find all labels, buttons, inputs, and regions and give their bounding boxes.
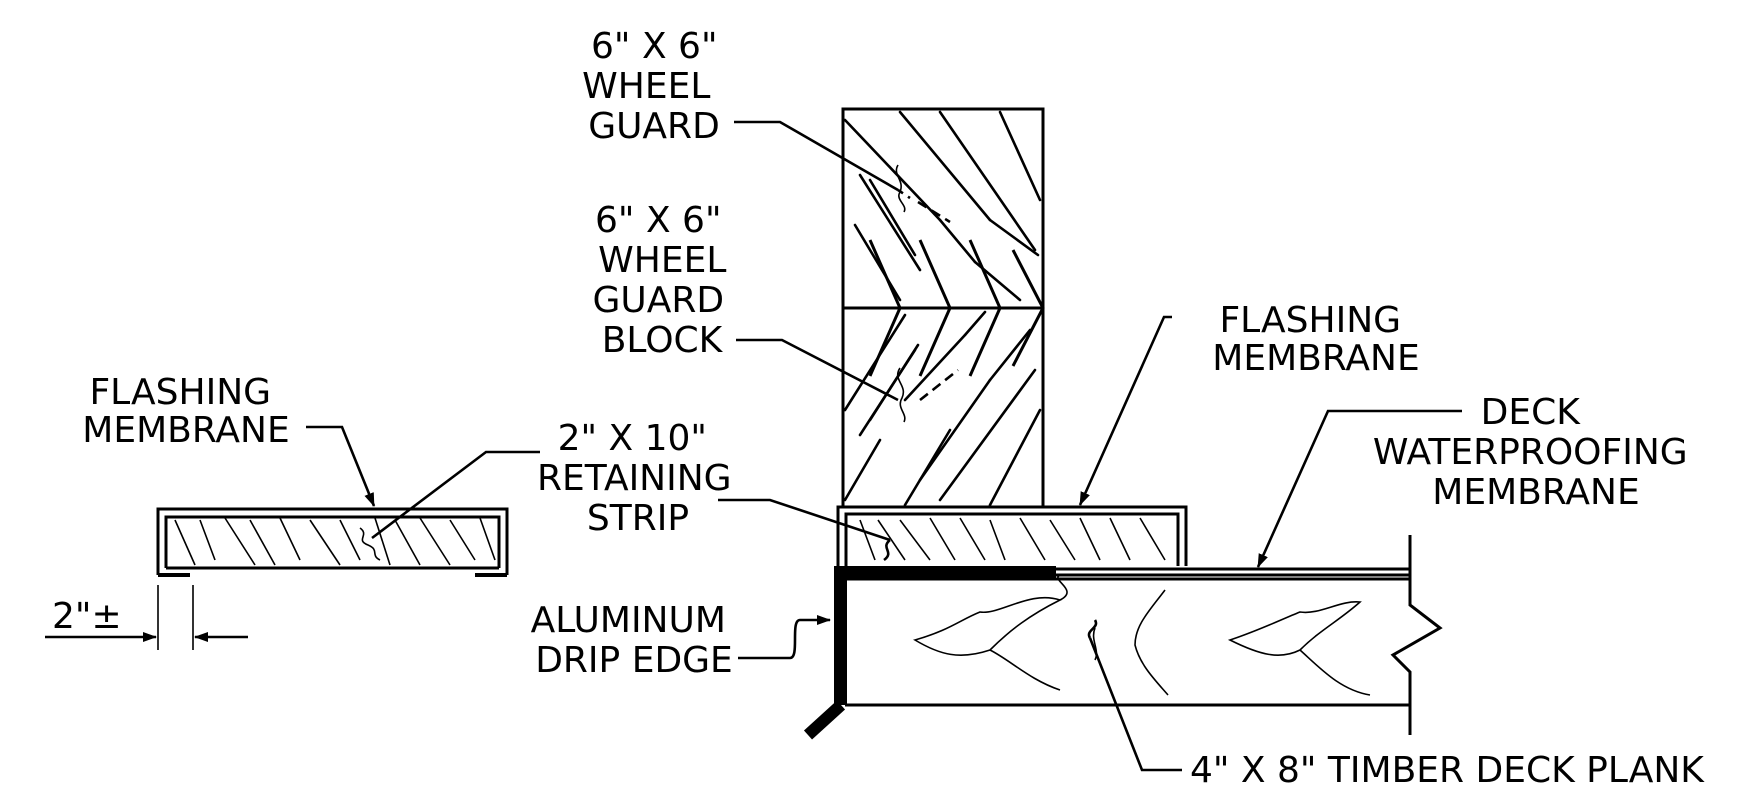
retaining-strip-left — [156, 507, 509, 577]
wheel-guard-block-line-3: GUARD — [592, 280, 724, 321]
label-dimension: 2"± — [52, 596, 122, 637]
label-flashing-membrane-left: FLASHING MEMBRANE — [82, 372, 289, 451]
label-wheel-guard-block: 6" X 6" WHEEL GUARD BLOCK — [592, 200, 737, 361]
timber-deck-plank — [843, 535, 1443, 735]
retaining-strip-line-1: 2" X 10" — [558, 418, 707, 459]
drip-edge-line-1: ALUMINUM — [531, 600, 726, 641]
label-timber-deck-plank: 4" X 8" TIMBER DECK PLANK — [1190, 750, 1705, 791]
wheel-guard-line-3: GUARD — [588, 106, 720, 147]
deck-wp-line-1: DECK — [1481, 392, 1582, 433]
wheel-guard-stack — [841, 107, 1045, 509]
wheel-guard-line-1: 6" X 6" — [591, 26, 717, 67]
label-flashing-membrane-right: FLASHING MEMBRANE — [1212, 300, 1419, 379]
wheel-guard-block-line-2: WHEEL — [598, 240, 726, 281]
retaining-strip-right — [836, 505, 1188, 566]
flashing-left-line-2: MEMBRANE — [82, 410, 289, 451]
flashing-right-line-2: MEMBRANE — [1212, 338, 1419, 379]
deck-waterproofing-membrane — [1050, 567, 1410, 577]
leader-lines — [306, 120, 1462, 772]
drip-edge-line-2: DRIP EDGE — [535, 640, 733, 681]
dimension-2in — [45, 585, 248, 650]
flashing-right-line-1: FLASHING — [1219, 300, 1401, 341]
wheel-guard-line-2: WHEEL — [582, 66, 710, 107]
label-deck-waterproofing-membrane: DECK WATERPROOFING MEMBRANE — [1373, 392, 1699, 513]
label-aluminum-drip-edge: ALUMINUM DRIP EDGE — [531, 600, 738, 681]
wheel-guard-block-line-4: BLOCK — [602, 320, 724, 361]
retaining-strip-line-2: RETAINING — [537, 458, 732, 499]
retaining-strip-line-3: STRIP — [587, 498, 689, 539]
label-retaining-strip: 2" X 10" RETAINING STRIP — [537, 418, 743, 539]
wheel-guard-block-line-1: 6" X 6" — [595, 200, 721, 241]
label-wheel-guard: 6" X 6" WHEEL GUARD — [582, 26, 729, 147]
flashing-left-line-1: FLASHING — [89, 372, 271, 413]
deck-wp-line-2: WATERPROOFING — [1373, 432, 1688, 473]
deck-wp-line-3: MEMBRANE — [1432, 472, 1639, 513]
aluminum-drip-edge — [803, 566, 1056, 740]
